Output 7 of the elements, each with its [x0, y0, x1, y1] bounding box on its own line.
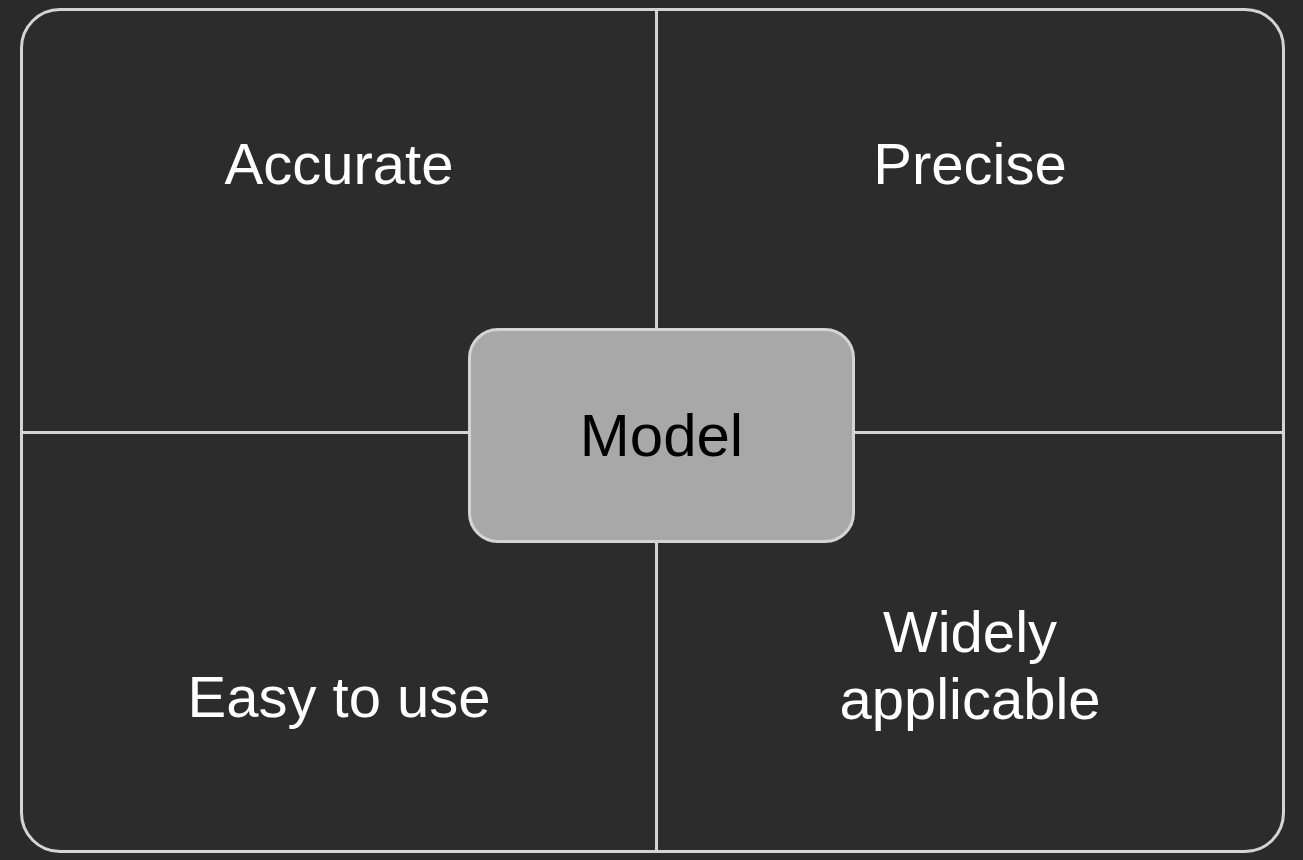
node-label: Model [579, 401, 744, 470]
quadrant-label: Accurate [223, 131, 455, 198]
quadrant-label: Precise [872, 131, 1068, 198]
frame-box [20, 8, 1285, 853]
quadrant-label: Easy to use [186, 664, 492, 731]
quadrant-label: Widely applicable [838, 599, 1102, 733]
center-box [468, 328, 855, 543]
